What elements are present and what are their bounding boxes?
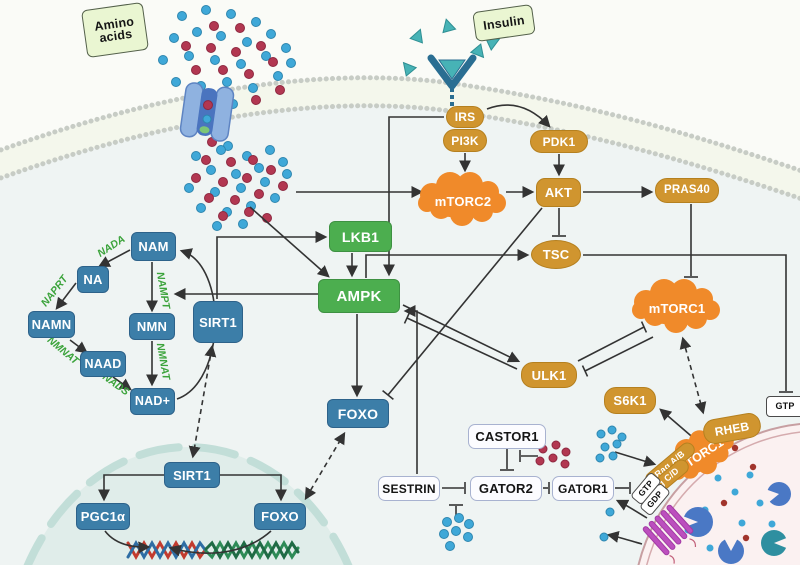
tsc-node: TSC: [531, 240, 581, 269]
nmn-node: NMN: [129, 313, 175, 340]
inhibition-connectors: [382, 204, 793, 516]
nad-plus-node: NAD+: [130, 388, 175, 415]
extracellular-space: [0, 0, 800, 171]
ulk1-node: ULK1: [521, 362, 577, 388]
nampt-label: NAMPT: [154, 271, 173, 311]
foxo-nucleus-node: FOXO: [254, 503, 306, 530]
pras40-node: PRAS40: [655, 178, 719, 203]
na-node: NA: [77, 266, 109, 293]
pgc1a-node: PGC1α: [76, 503, 130, 530]
naad-node: NAAD: [80, 351, 126, 377]
sirt1-node: SIRT1: [193, 301, 243, 343]
akt-node: AKT: [536, 178, 581, 207]
leucine-dots: [439, 513, 474, 551]
mtorc1-label: mTORC1: [648, 300, 706, 316]
nmnat-b-label: NMNAT: [154, 342, 173, 382]
gator2-node: GATOR2: [470, 476, 542, 501]
amino-acids-label: Amino acids: [80, 1, 150, 59]
ampk-node: AMPK: [318, 279, 400, 313]
pdk1-node: PDK1: [530, 130, 588, 153]
amino-dots-near-lysosome: [595, 425, 627, 542]
amino-acid-transporter-icon: [179, 82, 235, 142]
sestrin-node: SESTRIN: [378, 476, 440, 501]
amino-acid-dots-intracellular: [184, 137, 292, 231]
lkb1-node: LKB1: [329, 221, 392, 252]
sirt1-nucleus-node: SIRT1: [164, 462, 220, 488]
nmnat-a-label: NMNAT: [45, 334, 82, 368]
castor1-node: CASTOR1: [468, 424, 546, 449]
lysosome-contents: [642, 444, 791, 564]
lysosomal-transporter-icon: [642, 504, 697, 564]
s6k1-node: S6K1: [604, 387, 656, 414]
namn-node: NAMN: [28, 311, 75, 338]
pi3k-node: PI3K: [443, 129, 487, 152]
gator1-node: GATOR1: [552, 476, 614, 501]
arginine-dots: [535, 440, 571, 469]
foxo-node: FOXO: [327, 399, 389, 428]
mtorc2-label: mTORC2: [434, 193, 492, 209]
naprt-label: NAPRT: [39, 272, 72, 309]
irs-node: IRS: [446, 106, 484, 128]
gtp-rheb-chip: GTP: [766, 396, 800, 417]
nada-label: NADA: [95, 233, 127, 260]
translocation-dashed-arrows: [188, 336, 707, 501]
nam-node: NAM: [131, 232, 176, 261]
